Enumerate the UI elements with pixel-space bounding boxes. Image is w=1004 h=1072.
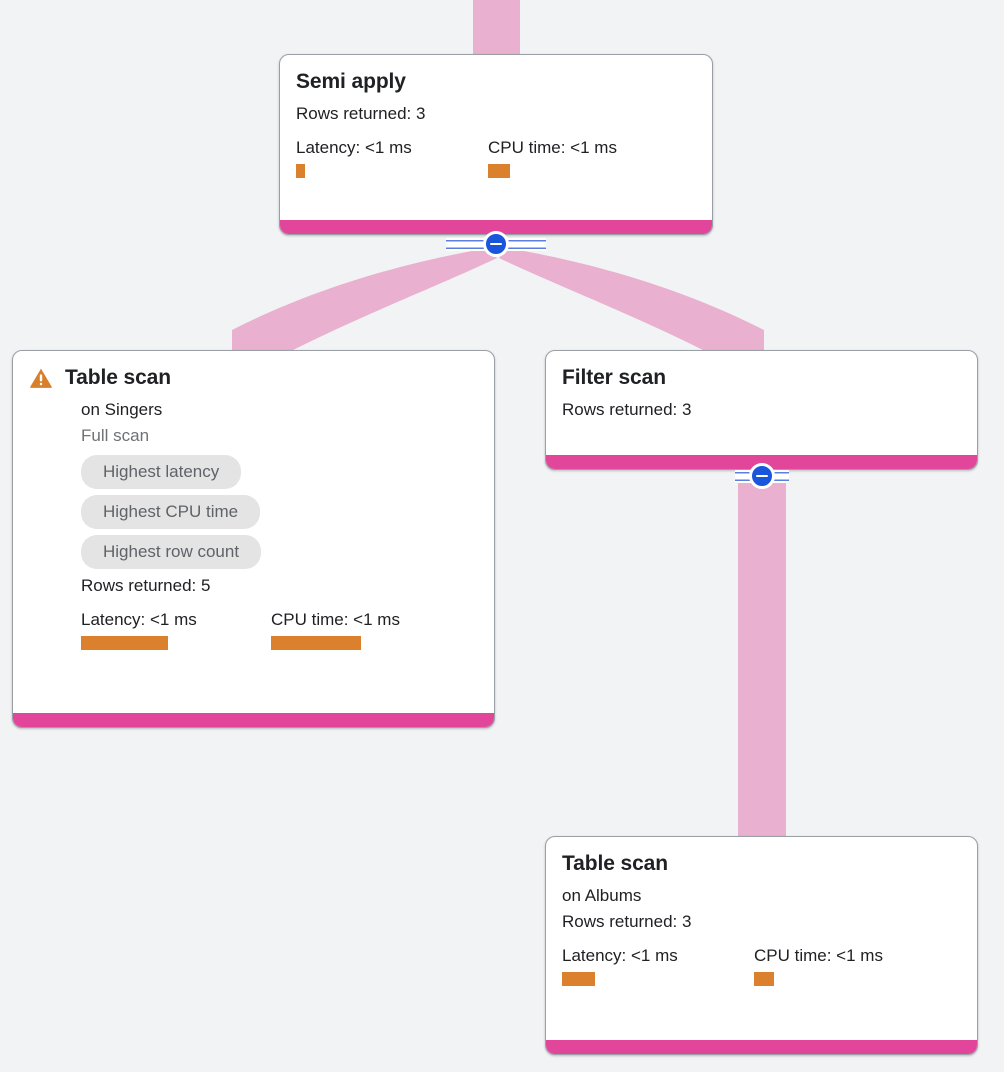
node-badges: Highest latency Highest CPU time Highest… (29, 455, 478, 569)
node-footer-bar (546, 455, 977, 469)
plan-node-table-scan-singers[interactable]: Table scan on Singers Full scan Highest … (12, 350, 495, 728)
cpu-bar (488, 164, 510, 178)
cpu-bar (271, 636, 361, 650)
cpu-metric: CPU time: <1 ms (271, 609, 400, 650)
node-body: Table scan on Singers Full scan Highest … (13, 351, 494, 713)
node-title-row: Filter scan (562, 365, 961, 391)
collapse-toggle-filter-scan[interactable] (749, 463, 775, 489)
cpu-label: CPU time: <1 ms (271, 610, 400, 629)
node-metrics: Latency: <1 ms CPU time: <1 ms (296, 137, 696, 178)
status-badge-highest-latency: Highest latency (81, 455, 242, 489)
edge-semi-apply-to-filter-scan (499, 248, 764, 352)
node-footer-bar (280, 220, 712, 234)
latency-label: Latency: <1 ms (81, 610, 197, 629)
node-title-row: Table scan (29, 365, 478, 391)
edge-root-to-semi-apply (473, 0, 520, 58)
edge-semi-apply-to-table-scan-singers (232, 248, 497, 352)
node-footer-bar (13, 713, 494, 727)
rows-returned: Rows returned: 5 (81, 576, 211, 595)
rows-returned: Rows returned: 3 (562, 912, 692, 931)
latency-metric: Latency: <1 ms (296, 137, 488, 178)
rows-returned: Rows returned: 3 (562, 400, 692, 419)
node-title: Table scan (65, 366, 171, 389)
node-title-row: Table scan (562, 851, 961, 877)
node-title: Filter scan (562, 366, 666, 389)
cpu-metric: CPU time: <1 ms (754, 945, 883, 986)
node-metrics: Latency: <1 ms CPU time: <1 ms (562, 945, 961, 986)
node-title: Table scan (562, 852, 668, 875)
node-metrics: Latency: <1 ms CPU time: <1 ms (29, 609, 478, 650)
node-body: Semi apply Rows returned: 3 Latency: <1 … (280, 55, 712, 220)
node-subtitle: on Albums (562, 886, 642, 905)
latency-bar (562, 972, 595, 986)
latency-label: Latency: <1 ms (562, 946, 678, 965)
latency-metric: Latency: <1 ms (81, 609, 271, 650)
node-body: Table scan on Albums Rows returned: 3 La… (546, 837, 977, 1040)
cpu-bar (754, 972, 774, 986)
node-scan-type: Full scan (81, 426, 150, 445)
warning-triangle-icon (30, 368, 52, 388)
edge-filter-scan-to-table-scan-albums (738, 470, 786, 842)
plan-node-semi-apply[interactable]: Semi apply Rows returned: 3 Latency: <1 … (279, 54, 713, 235)
node-title: Semi apply (296, 70, 406, 93)
rows-returned: Rows returned: 3 (296, 104, 426, 123)
node-title-row: Semi apply (296, 69, 696, 95)
latency-metric: Latency: <1 ms (562, 945, 754, 986)
status-badge-highest-cpu-time: Highest CPU time (81, 495, 261, 529)
cpu-metric: CPU time: <1 ms (488, 137, 617, 178)
cpu-label: CPU time: <1 ms (488, 138, 617, 157)
plan-node-table-scan-albums[interactable]: Table scan on Albums Rows returned: 3 La… (545, 836, 978, 1055)
status-badge-highest-row-count: Highest row count (81, 535, 262, 569)
node-footer-bar (546, 1040, 977, 1054)
node-body: Filter scan Rows returned: 3 (546, 351, 977, 455)
latency-bar (296, 164, 305, 178)
cpu-label: CPU time: <1 ms (754, 946, 883, 965)
plan-node-filter-scan[interactable]: Filter scan Rows returned: 3 (545, 350, 978, 470)
latency-bar (81, 636, 168, 650)
node-subtitle: on Singers (81, 400, 163, 419)
latency-label: Latency: <1 ms (296, 138, 412, 157)
collapse-toggle-semi-apply[interactable] (483, 231, 509, 257)
